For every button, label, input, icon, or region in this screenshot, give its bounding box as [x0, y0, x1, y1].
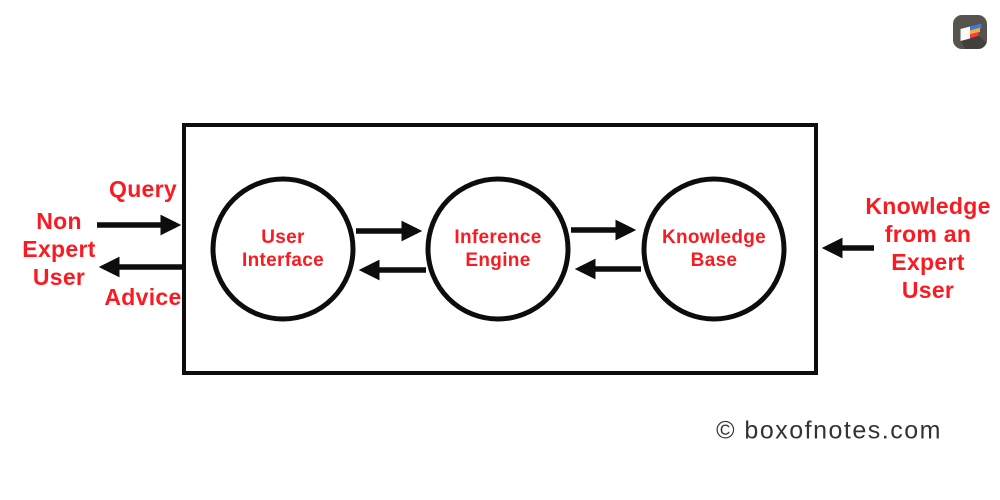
advice-label: Advice: [104, 284, 182, 310]
book-page-red: [970, 32, 979, 39]
system-boundary-box: [182, 123, 818, 375]
node-circle-knowledge-base: [641, 176, 787, 322]
node-label-inference-engine: Inference Engine: [454, 227, 542, 271]
non-expert-user-label: Non Expert User: [22, 208, 96, 290]
node-circle-user-interface: [210, 176, 356, 322]
boxofnotes-logo: [953, 15, 987, 49]
query-label: Query: [109, 176, 177, 202]
open-book-icon: [960, 23, 987, 49]
book-page-orange: [970, 27, 980, 35]
expert-knowledge-label: Knowledge from an Expert User: [865, 193, 991, 303]
book-page-white: [960, 26, 970, 41]
node-label-knowledge-base: Knowledge Base: [661, 227, 767, 271]
node-label-user-interface: User Interface: [242, 227, 324, 271]
watermark: © boxofnotes.com: [716, 416, 942, 445]
book-page-blue: [970, 23, 982, 31]
node-circle-inference-engine: [425, 176, 571, 322]
